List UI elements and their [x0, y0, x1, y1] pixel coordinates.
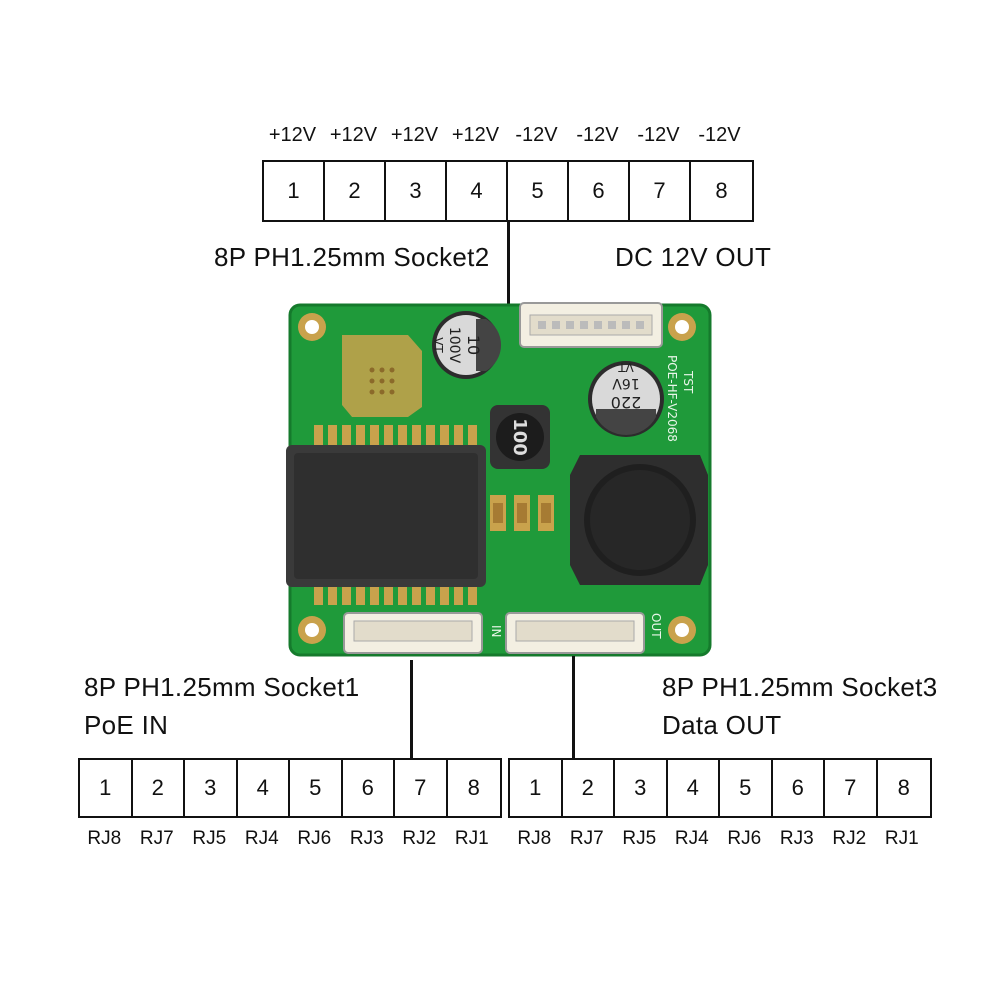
signal-label: RJ7 [569, 828, 604, 849]
svg-text:VT: VT [431, 337, 445, 353]
poe-module-board: 10 100V VT 220 16V VT POE-HF-V2068 TST 1… [286, 302, 712, 657]
data-out-label: Data OUT [662, 710, 782, 740]
voltage-label: +12V [451, 124, 500, 146]
signal-label: RJ1 [884, 828, 919, 849]
capacitor-large: 220 16V VT [588, 360, 664, 437]
signal-label: RJ4 [244, 828, 279, 849]
voltage-label: +12V [329, 124, 378, 146]
socket3-label: 8P PH1.25mm Socket3 [662, 672, 938, 702]
signal-label: RJ3 [779, 828, 814, 849]
top-connector-wire [507, 220, 510, 312]
pin-cell: 8 [715, 178, 728, 203]
svg-text:VT: VT [618, 360, 634, 374]
signal-label: RJ2 [402, 828, 437, 849]
capacitor-small: 10 100V VT [431, 311, 502, 379]
pin-cell: 4 [668, 760, 720, 816]
pin-cell: 6 [773, 760, 825, 816]
ceramic-capacitors [490, 495, 554, 531]
voltage-label: -12V [637, 124, 680, 146]
inductor-small: 100 [490, 405, 550, 469]
svg-text:100V: 100V [446, 327, 462, 364]
svg-text:POE-HF-V2068: POE-HF-V2068 [665, 355, 679, 442]
pin-cell: 2 [325, 162, 386, 220]
right-pin-table: 1 2 3 4 5 6 7 8 [508, 758, 932, 818]
pin-cell: 1 [80, 760, 133, 816]
pin-cell: 4 [447, 162, 508, 220]
signal-label: RJ2 [832, 828, 867, 849]
left-signal-labels: RJ8 RJ7 RJ5 RJ4 RJ6 RJ3 RJ2 RJ1 [78, 828, 498, 850]
pin-cell: 6 [343, 760, 395, 816]
inductor-large [570, 455, 708, 585]
pin-cell: 1 [510, 760, 563, 816]
pin-cell: 3 [185, 760, 238, 816]
pin-cell: 5 [508, 162, 569, 220]
svg-text:16V: 16V [612, 375, 640, 391]
top-voltage-labels: +12V +12V +12V +12V -12V -12V -12V -12V [262, 124, 750, 147]
mounting-hole [298, 313, 326, 341]
socket3-housing [505, 612, 645, 654]
poe-in-label: PoE IN [84, 710, 169, 740]
pin-cell: 3 [386, 162, 447, 220]
svg-text:OUT: OUT [649, 613, 663, 639]
signal-label: RJ1 [454, 828, 489, 849]
signal-label: RJ5 [622, 828, 657, 849]
transformer [286, 445, 486, 587]
signal-label: RJ3 [349, 828, 384, 849]
socket2-label: 8P PH1.25mm Socket2 [214, 242, 490, 272]
pin-cell: 3 [615, 760, 668, 816]
top-pin-table: 1 2 3 4 5 6 7 8 [262, 160, 754, 222]
pin-cell: 2 [133, 760, 185, 816]
pin-cell: 5 [720, 760, 773, 816]
voltage-label: -12V [515, 124, 558, 146]
svg-text:IN: IN [489, 625, 503, 638]
left-pin-table: 1 2 3 4 5 6 7 8 [78, 758, 502, 818]
voltage-label: -12V [576, 124, 619, 146]
pin-cell: 1 [264, 162, 325, 220]
signal-label: RJ4 [674, 828, 709, 849]
svg-text:100: 100 [509, 418, 530, 456]
pin-cell: 2 [563, 760, 615, 816]
dc-out-label: DC 12V OUT [615, 242, 772, 272]
voltage-label: +12V [390, 124, 439, 146]
pin-cell: 7 [395, 760, 448, 816]
pin-cell: 5 [290, 760, 343, 816]
signal-label: RJ7 [139, 828, 174, 849]
pin-cell: 7 [825, 760, 878, 816]
pin-cell: 8 [897, 775, 910, 800]
socket1-housing [343, 612, 483, 654]
pin-cell: 8 [467, 775, 480, 800]
voltage-label: -12V [698, 124, 741, 146]
signal-label: RJ8 [87, 828, 122, 849]
svg-text:220: 220 [611, 393, 642, 412]
signal-label: RJ6 [297, 828, 332, 849]
svg-text:TST: TST [681, 370, 695, 394]
socket1-label: 8P PH1.25mm Socket1 [84, 672, 360, 702]
left-connector-wire [410, 660, 413, 758]
pin-cell: 4 [238, 760, 290, 816]
svg-text:10: 10 [464, 335, 483, 355]
right-connector-wire [572, 656, 575, 758]
signal-label: RJ6 [727, 828, 762, 849]
signal-label: RJ5 [192, 828, 227, 849]
signal-label: RJ8 [517, 828, 552, 849]
right-signal-labels: RJ8 RJ7 RJ5 RJ4 RJ6 RJ3 RJ2 RJ1 [508, 828, 928, 850]
pin-cell: 6 [569, 162, 630, 220]
pin-cell: 7 [630, 162, 691, 220]
voltage-label: +12V [268, 124, 317, 146]
